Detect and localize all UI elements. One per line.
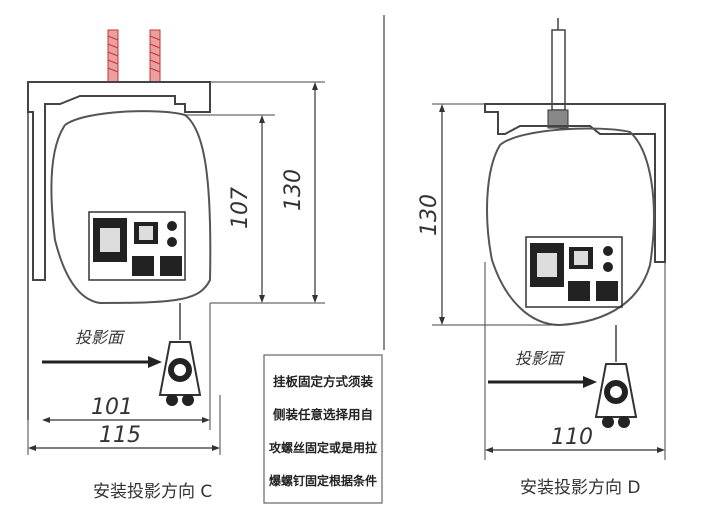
note-line-4: 爆螺钉固定根据条件 [269,473,377,488]
note-line-3: 攻螺丝固定或是用拉 [269,440,377,455]
right-projection-label: 投影面 [515,349,566,368]
right-device-body [486,127,655,327]
left-pendant-remote [158,303,202,406]
right-dim-110: 110 [484,262,666,460]
left-dim-115-label: 115 [99,423,141,448]
left-dim-101-label: 101 [91,395,133,420]
note-line-2: 侧装任意选择用自 [273,407,373,422]
left-device-body [50,110,212,305]
left-caption: 安装投影方向 C [93,482,212,502]
left-dim-107: 107 [185,114,275,303]
left-dim-107-label: 107 [228,187,253,229]
note-line-1: 挂板固定方式须装 [273,374,374,389]
right-projection-indicator: 投影面 [488,349,597,388]
left-bracket [27,81,211,281]
right-pendant-remote [594,325,638,428]
left-dim-130-label: 130 [281,169,306,211]
installation-note: 挂板固定方式须装 侧装任意选择用自 攻螺丝固定或是用拉 爆螺钉固定根据条件 [263,354,383,504]
right-anchor-bolt [547,18,569,129]
left-dim-101: 101 [42,303,211,430]
left-projection-indicator: 投影面 [42,328,162,368]
right-caption: 安装投影方向 D [520,478,641,498]
right-dim-110-label: 110 [551,425,593,450]
right-dim-130: 130 [417,103,560,326]
right-dim-130-label: 130 [417,194,442,236]
left-control-panel [88,211,186,281]
left-projection-label: 投影面 [75,328,126,347]
right-control-panel [525,236,623,308]
left-dim-130: 130 [210,81,325,304]
left-screws [107,29,161,83]
left-view: 130 107 投影面 101 115 安装投影方向 C [27,29,325,502]
right-view: 130 投影面 110 安装投影方向 D [417,18,666,498]
left-dim-115: 115 [27,395,221,455]
